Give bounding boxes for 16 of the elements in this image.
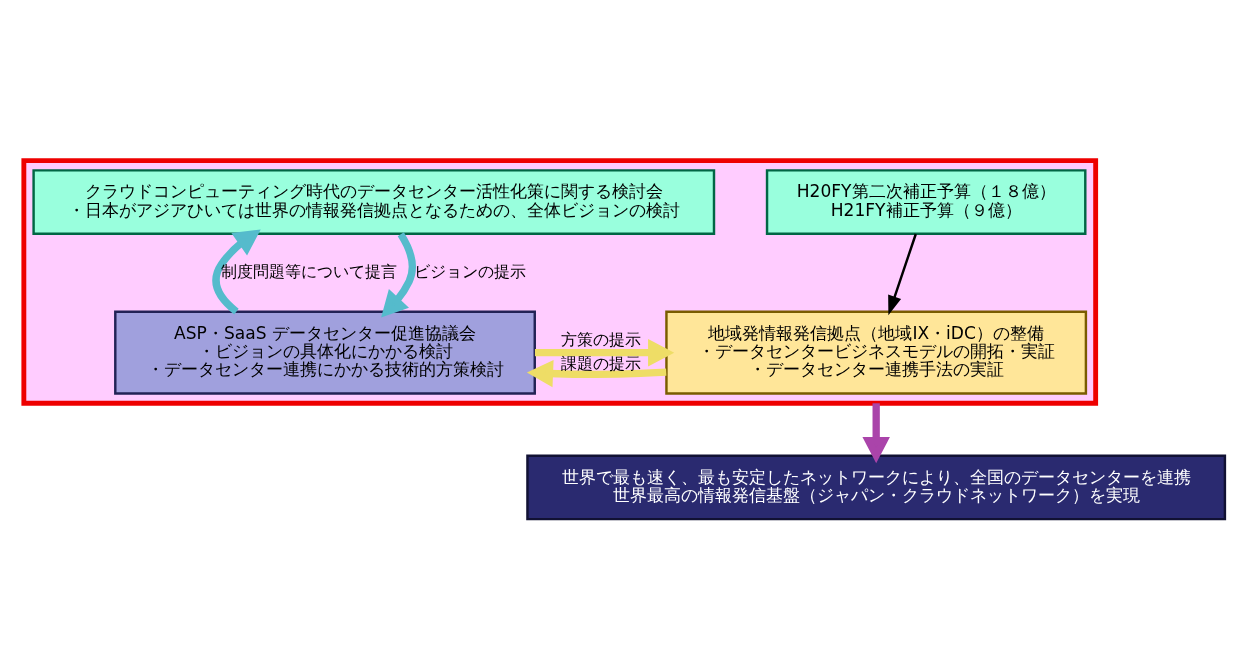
arrow — [888, 233, 917, 315]
arrow — [381, 231, 416, 317]
edge-label: ビジョンの提示 — [414, 261, 527, 281]
node-box: 世界で最も速く、最も安定したネットワークにより、全国のデータセンターを連携 世界最高の情報発信基盤（ジャパン・クラウドネットワーク）を実現 — [526, 454, 1227, 520]
edge-label: 制度問題等について提言 — [221, 261, 398, 281]
edge-label: 方策の提示 — [560, 329, 641, 349]
arrow — [526, 359, 667, 387]
edge-label: 課題の提示 — [560, 353, 641, 373]
arrow — [862, 402, 890, 463]
node-box: ASP・SaaS データセンター促進協議会 ・ビジョンの具体化にかかる検討 ・データセンター連携にかかる技術的方策検討 — [114, 310, 536, 395]
node-box: クラウドコンピューティング時代のデータセンター活性化策に関する検討会 ・日本がアジアひいては世界の情報発信拠点となるための、全体ビジョンの検討 — [32, 168, 716, 235]
cluster — [21, 157, 1099, 406]
arrow — [534, 338, 675, 366]
arrow — [212, 228, 261, 314]
node-box: H20FY第二次補正予算（１８億） H21FY補正予算（９億） — [765, 168, 1087, 235]
node-box: 地域発情報発信拠点（地域IX・iDC）の整備 ・データセンタービジネスモデルの開拓・実証 ・データセンター連携手法の実証 — [665, 310, 1088, 395]
